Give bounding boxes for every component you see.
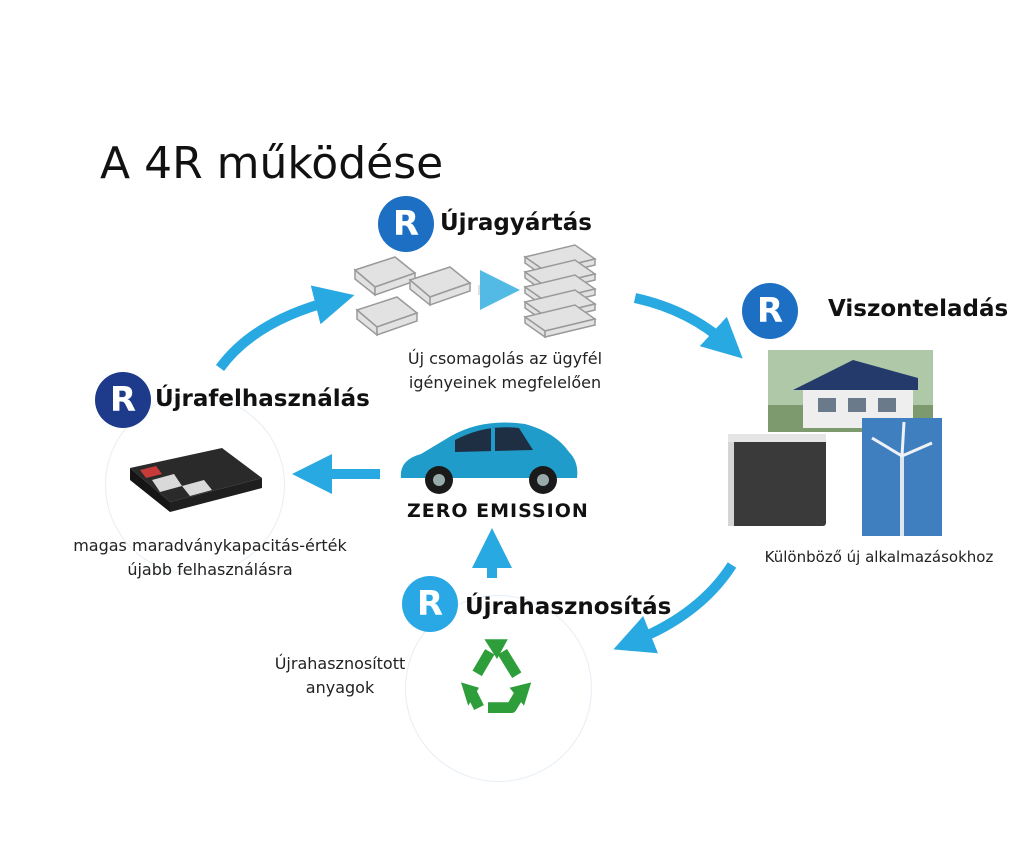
recycle-icon bbox=[461, 639, 532, 713]
recycle-desc-line2: anyagok bbox=[305, 678, 375, 697]
reuse-description: magas maradványkapacitás-érték újabb fel… bbox=[55, 534, 365, 582]
battery-modules-icon bbox=[353, 244, 597, 339]
arrow-remanufacture-to-resell bbox=[633, 293, 743, 359]
reuse-badge: R bbox=[95, 372, 151, 428]
remanufacture-desc-line1: Új csomagolás az ügyfél bbox=[407, 349, 603, 368]
remanufacture-desc-line2: igényeinek megfelelően bbox=[408, 373, 602, 392]
zero-emission-logo: ZERO EMISSION bbox=[407, 500, 589, 522]
resell-badge: R bbox=[742, 283, 798, 339]
arrow-resell-to-recycle bbox=[613, 562, 737, 654]
reuse-desc-line1: magas maradványkapacitás-érték bbox=[73, 536, 347, 555]
recycle-badge: R bbox=[402, 576, 458, 632]
recycle-ring bbox=[405, 595, 592, 782]
battery-pack-icon bbox=[130, 448, 262, 512]
remanufacture-description: Új csomagolás az ügyfél igényeinek megfe… bbox=[380, 347, 630, 395]
electric-car-icon bbox=[400, 422, 578, 494]
remanufacture-badge: R bbox=[378, 196, 434, 252]
page-title: A 4R működése bbox=[100, 138, 444, 189]
resell-label: Viszonteladás bbox=[828, 296, 1009, 322]
battery-cabinet-icon bbox=[728, 434, 826, 526]
resell-description: Különböző új alkalmazásokhoz bbox=[764, 548, 994, 566]
reuse-ring bbox=[105, 395, 285, 575]
recycle-label: Újrahasznosítás bbox=[465, 594, 672, 620]
wind-turbine-icon bbox=[862, 418, 942, 536]
remanufacture-label: Újragyártás bbox=[440, 210, 592, 236]
reuse-label: Újrafelhasználás bbox=[155, 386, 370, 412]
reuse-desc-line2: újabb felhasználásra bbox=[127, 560, 293, 579]
arrow-reuse-to-remanufacture bbox=[215, 285, 355, 371]
recycle-desc-line1: Újrahasznosított bbox=[274, 654, 406, 673]
recycle-description: Újrahasznosított anyagok bbox=[265, 652, 415, 700]
